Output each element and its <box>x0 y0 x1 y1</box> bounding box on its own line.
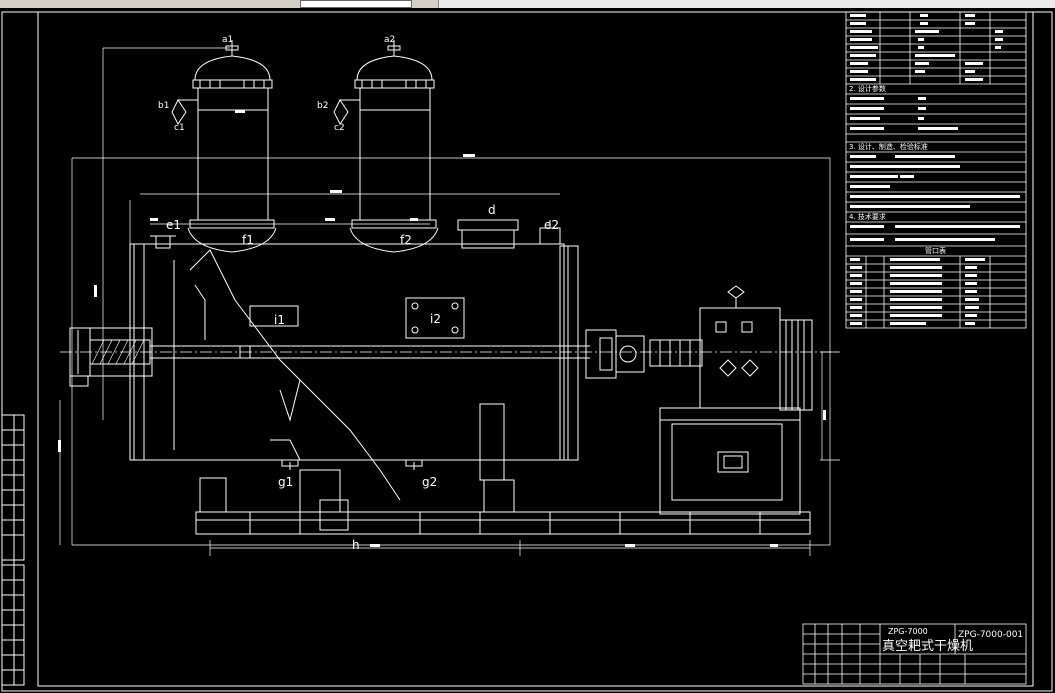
nozzle-e2-label: e2 <box>544 218 559 232</box>
design-params-heading: 2. 设计参数 <box>849 84 886 93</box>
spec-table-cell-text <box>850 14 1020 325</box>
nozzle-c2-label: c2 <box>334 123 345 133</box>
nozzle-g2-label: g2 <box>422 475 437 489</box>
shaft-hatching <box>91 339 145 365</box>
nozzle-f2-label: f2 <box>400 233 412 247</box>
filter-column-right <box>333 40 437 229</box>
nozzle-b2-label: b2 <box>317 101 328 111</box>
nozzle-table-heading: 管口表 <box>925 246 946 255</box>
outer-border <box>1 11 1053 692</box>
drive-assembly <box>585 285 813 515</box>
nozzle-e1-label: e1 <box>166 218 181 232</box>
spec-table <box>845 11 1027 329</box>
title-block <box>802 623 1027 685</box>
manhole-i2-label: i2 <box>430 312 441 326</box>
manufacture-standards-heading: 3. 设计、制造、检验标准 <box>849 142 928 151</box>
dimension-text-marks <box>58 110 826 547</box>
nozzle-c1-label: c1 <box>174 123 185 133</box>
left-revision-strip <box>1 414 25 686</box>
dimension-h-label: h <box>352 538 360 552</box>
title-name: 真空耙式干燥机 <box>882 639 973 654</box>
toolbar-panel <box>0 0 439 8</box>
nozzle-b1-label: b1 <box>158 101 169 111</box>
nozzle-a2-label: a2 <box>384 35 395 45</box>
technical-requirements-heading: 4. 技术要求 <box>849 212 886 221</box>
manhole-i1-label: i1 <box>274 313 285 327</box>
dryer-drum <box>129 219 579 501</box>
nozzle-g1-label: g1 <box>278 475 293 489</box>
agitator-shaft <box>69 327 590 387</box>
title-model: ZPG-7000 <box>888 627 928 636</box>
window-toolbar <box>0 0 1055 8</box>
title-drawing-number: ZPG-7000-001 <box>958 630 1023 640</box>
nozzle-a1-label: a1 <box>222 35 233 45</box>
base-frame <box>195 403 811 535</box>
nozzle-f1-label: f1 <box>242 233 254 247</box>
toolbar-input[interactable] <box>300 0 412 8</box>
nozzle-d-label: d <box>488 203 496 217</box>
drawing-frame <box>37 11 1034 687</box>
filter-column-left <box>171 40 275 229</box>
